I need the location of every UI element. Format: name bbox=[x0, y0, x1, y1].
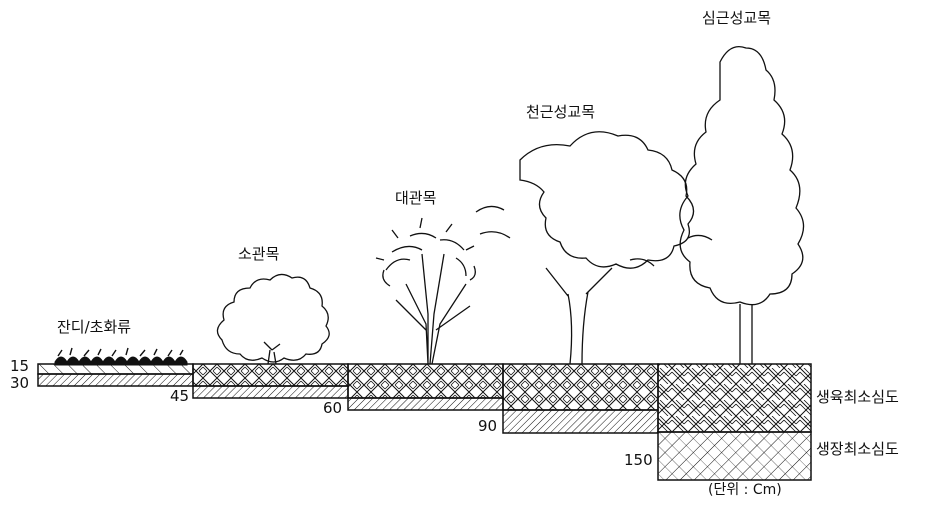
deep-tree-soil-block bbox=[657, 363, 812, 481]
depth-60: 60 bbox=[323, 399, 343, 417]
label-deep-tree: 심근성교목 bbox=[702, 9, 772, 27]
deep-tree-illustration bbox=[679, 45, 805, 364]
depth-90: 90 bbox=[478, 417, 498, 435]
large-shrub-illustration bbox=[375, 217, 476, 365]
small-shrub-soil-block bbox=[192, 363, 349, 399]
label-shallow-tree: 천근성교목 bbox=[526, 103, 596, 121]
label-large-shrub: 대관목 bbox=[395, 189, 437, 207]
shallow-tree-illustration bbox=[475, 131, 713, 365]
large-shrub-soil-block bbox=[347, 363, 504, 411]
label-survival-min-depth: 생장최소심도 bbox=[816, 440, 899, 458]
depth-30: 30 bbox=[10, 374, 30, 392]
grass-soil-block bbox=[37, 363, 194, 387]
label-small-shrub: 소관목 bbox=[238, 245, 280, 263]
depth-45: 45 bbox=[170, 387, 190, 405]
grass-illustration bbox=[54, 347, 188, 366]
unit-note: (단위 : Cm) bbox=[708, 482, 782, 498]
depth-15: 15 bbox=[10, 357, 30, 375]
label-growth-min-depth: 생육최소심도 bbox=[816, 388, 899, 406]
small-shrub-illustration bbox=[216, 273, 330, 365]
label-grass: 잔디/초화류 bbox=[57, 318, 132, 336]
shallow-tree-soil-block bbox=[502, 363, 659, 434]
depth-150: 150 bbox=[624, 451, 653, 469]
